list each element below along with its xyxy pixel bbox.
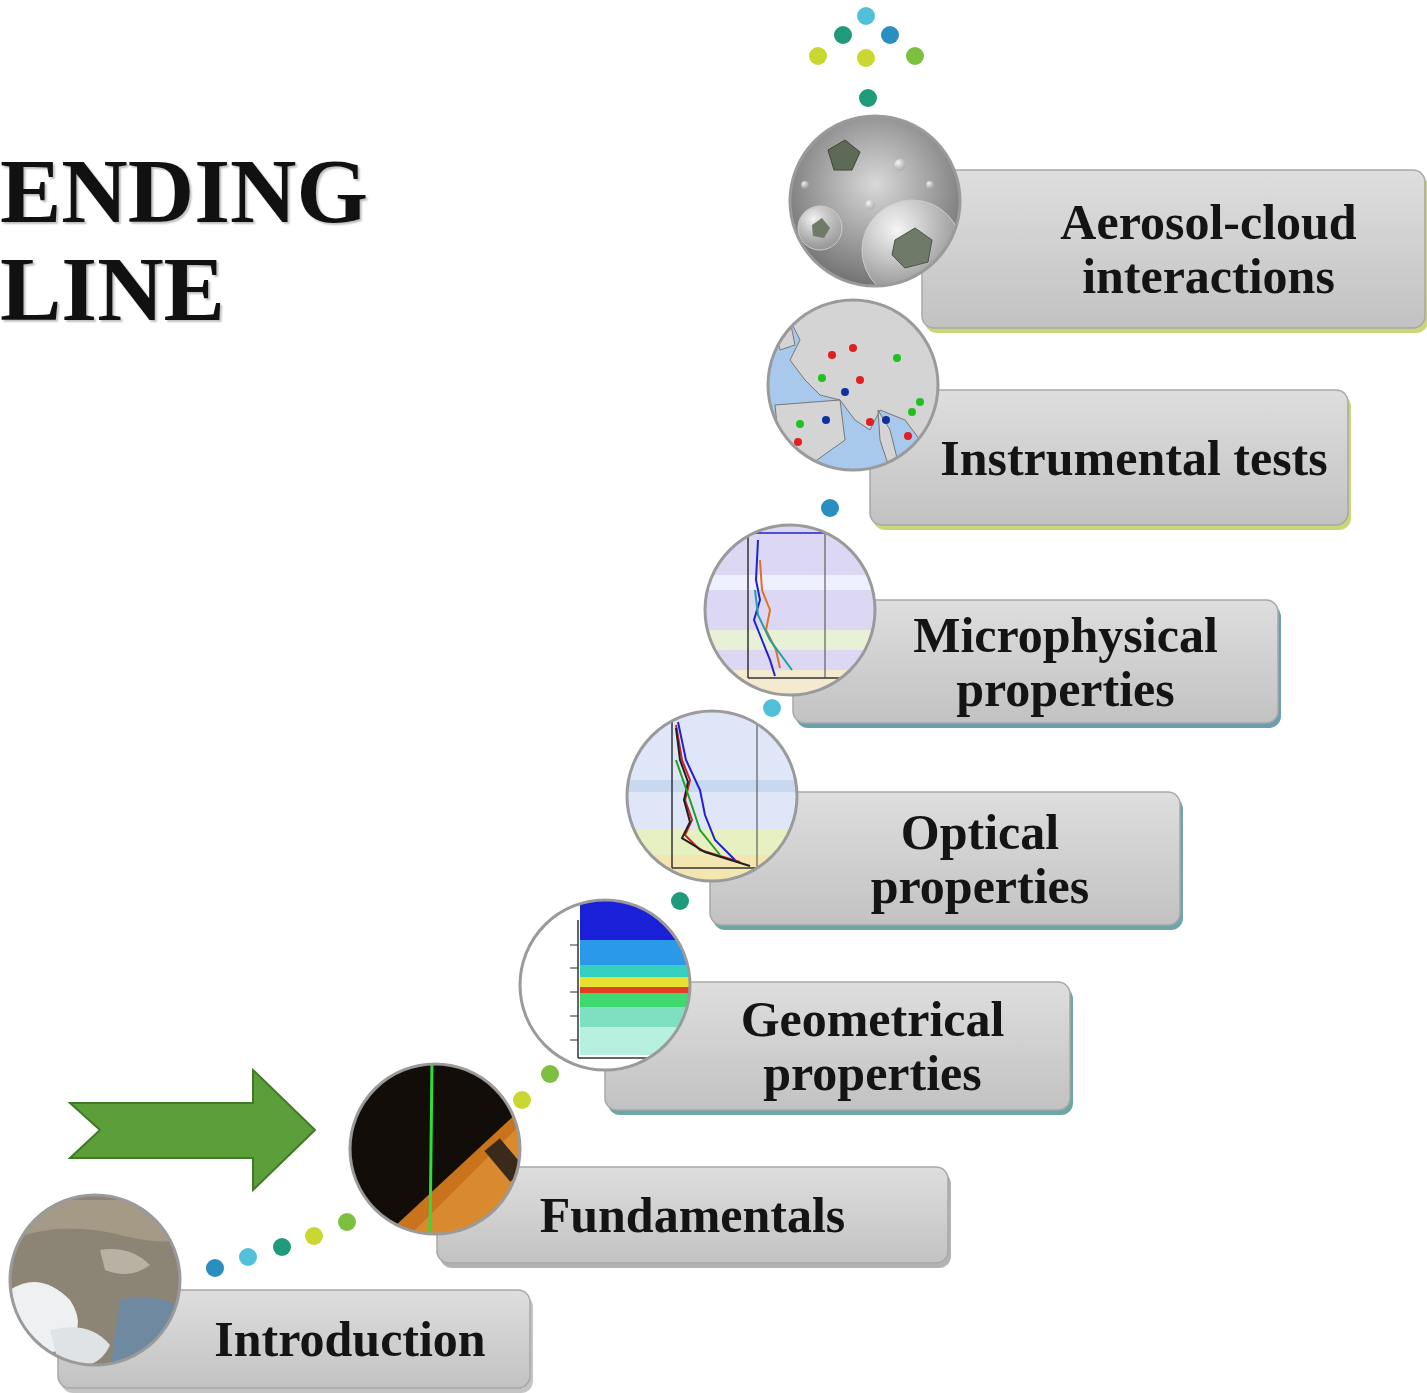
profile-plot bbox=[703, 523, 883, 703]
image-frame bbox=[768, 300, 938, 470]
image-frame bbox=[705, 525, 875, 695]
step-box: Instrumental tests bbox=[870, 390, 1348, 525]
step-box: Geometrical properties bbox=[605, 982, 1070, 1110]
box-fill bbox=[58, 1290, 530, 1388]
step-label: Fundamentals bbox=[540, 1188, 846, 1242]
satellite-image bbox=[0, 1190, 190, 1370]
step-label: Optical properties bbox=[800, 805, 1160, 913]
step-box: Fundamentals bbox=[437, 1167, 948, 1263]
image-frame bbox=[627, 711, 797, 881]
profile-plot bbox=[625, 708, 805, 888]
step-box: Aerosol-cloud interactions bbox=[922, 170, 1425, 328]
image-frame bbox=[790, 116, 960, 286]
step-label: Introduction bbox=[214, 1312, 485, 1366]
pointer-arrow bbox=[70, 1070, 315, 1190]
box-fill bbox=[922, 170, 1425, 328]
step-label: Instrumental tests bbox=[940, 431, 1327, 485]
step-box: Introduction bbox=[58, 1290, 530, 1388]
step-label: Geometrical properties bbox=[705, 992, 1040, 1100]
step-label: Aerosol-cloud interactions bbox=[1012, 195, 1405, 303]
step-box: Microphysical properties bbox=[793, 600, 1278, 723]
box-fill bbox=[870, 390, 1348, 525]
step-label: Microphysical properties bbox=[873, 608, 1258, 716]
step-box: Optical properties bbox=[710, 792, 1180, 925]
image-frame bbox=[10, 1195, 180, 1365]
image-frame bbox=[520, 900, 690, 1070]
laser-photo bbox=[340, 1060, 530, 1240]
image-frame bbox=[350, 1064, 520, 1234]
droplet-image bbox=[788, 114, 963, 300]
station-map bbox=[765, 298, 945, 478]
slide-title: ENDING LINE bbox=[0, 142, 410, 339]
time-height-plot bbox=[515, 895, 695, 1075]
